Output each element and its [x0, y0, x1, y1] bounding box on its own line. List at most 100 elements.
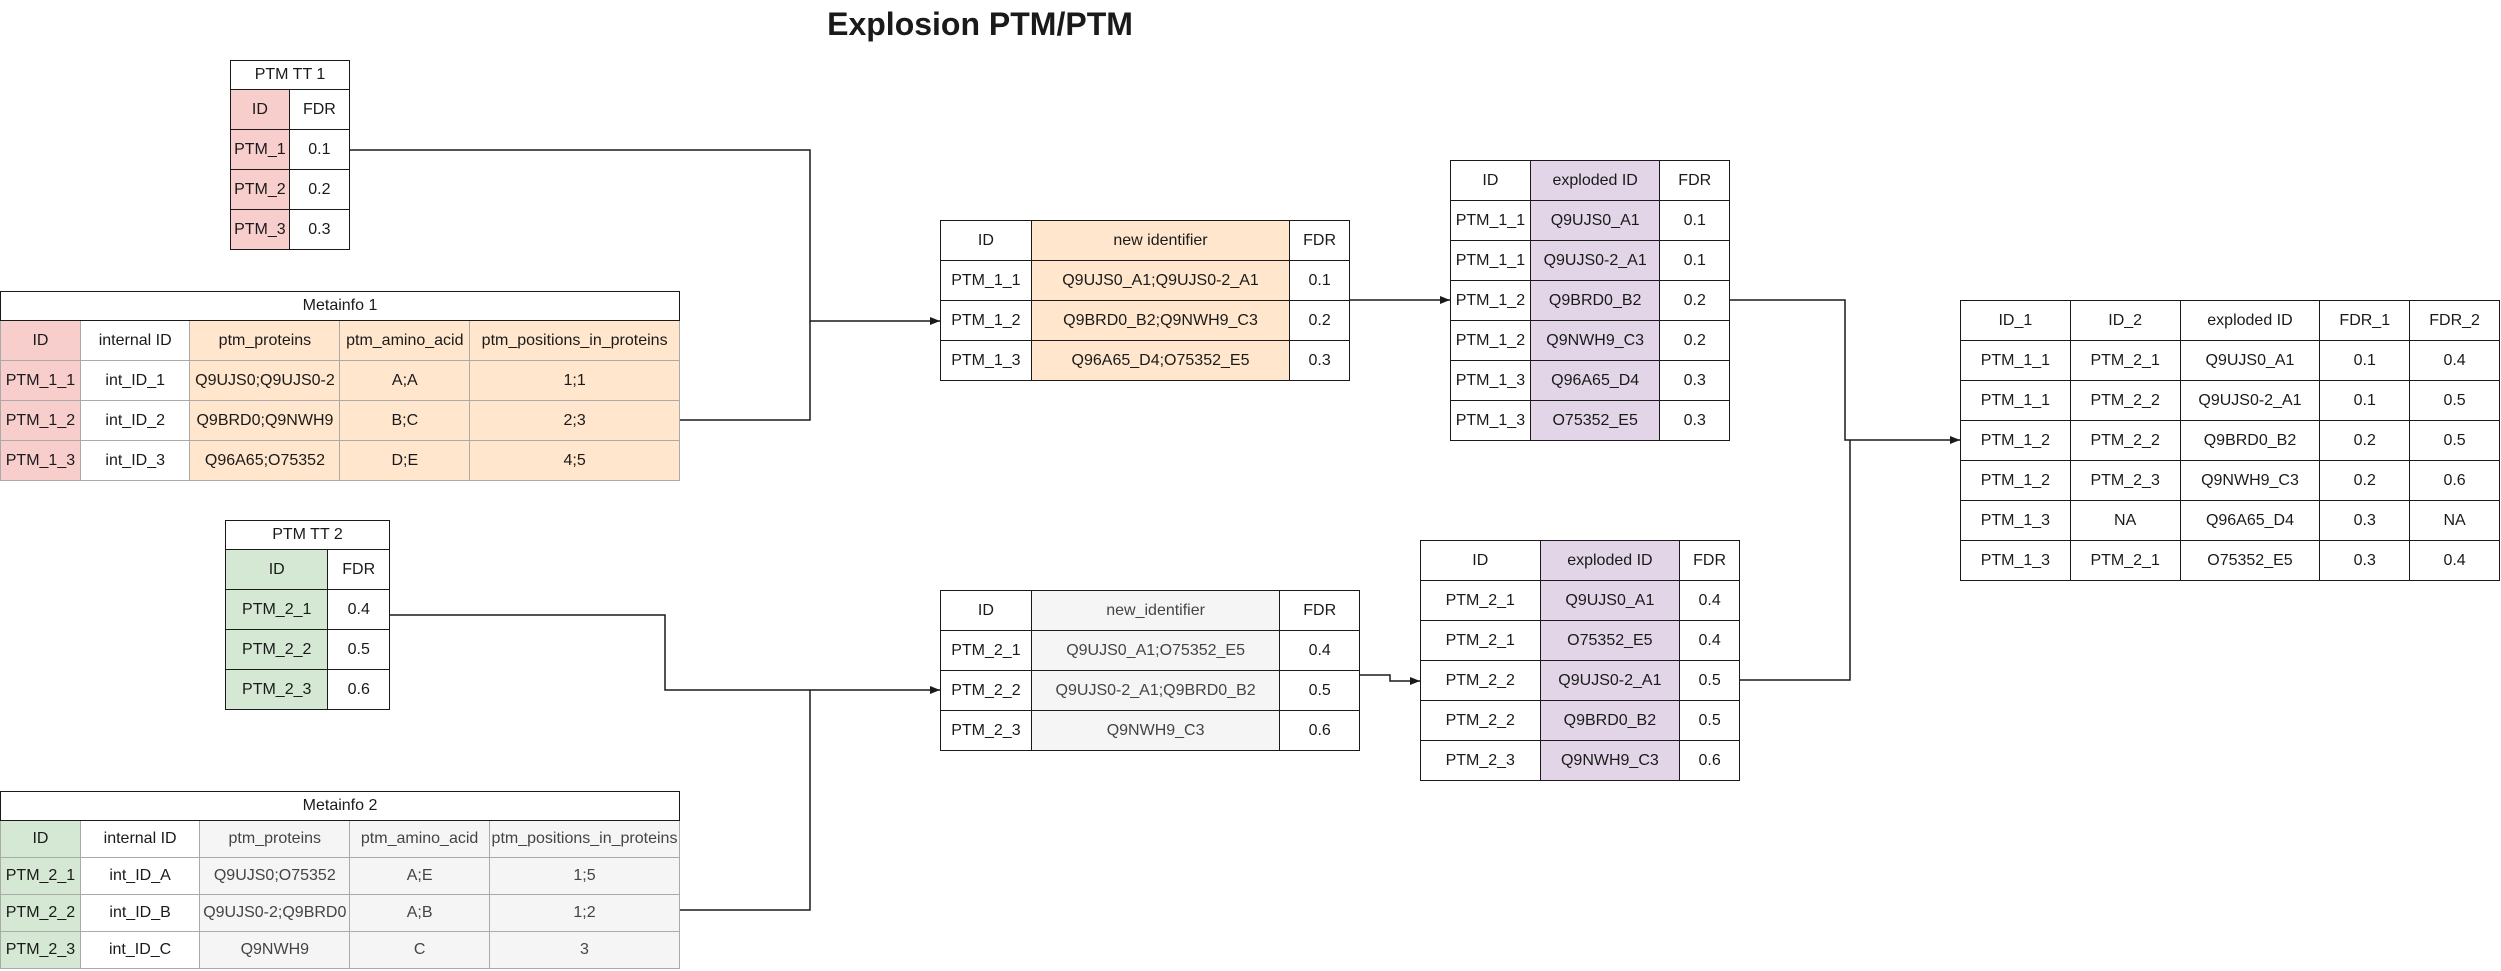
column-header: FDR_2	[2409, 300, 2500, 341]
table-cell: PTM_1_3	[0, 440, 81, 481]
table-cell: 0.4	[2409, 340, 2500, 381]
column-header: new identifier	[1030, 220, 1291, 261]
table-row: PTM_1_1 PTM_2_1 Q9UJS0_A1 0.1 0.4	[1960, 340, 2500, 381]
table-cell: 0.1	[288, 129, 351, 170]
column-header: ID	[940, 590, 1032, 631]
table-row: PTM_2_2 Q9UJS0-2_A1;Q9BRD0_B2 0.5	[940, 670, 1360, 711]
table-cell: 0.2	[1659, 280, 1730, 321]
column-header: FDR	[1659, 160, 1730, 201]
column-header: exploded ID	[1529, 160, 1661, 201]
table-cell: PTM_2_2	[2069, 380, 2181, 421]
table-row: PTM_1_2 Q9NWH9_C3 0.2	[1450, 320, 1730, 361]
table-cell: Q9BRD0;Q9NWH9	[189, 400, 341, 441]
table-cell: 0.4	[327, 589, 390, 630]
table-cell: 0.5	[2409, 420, 2500, 461]
final-merged-table: ID_1 ID_2 exploded ID FDR_1 FDR_2 PTM_1_…	[1960, 300, 2500, 581]
table-cell: 3	[488, 931, 681, 969]
table-cell: 0.1	[2319, 380, 2411, 421]
table-header-row: ID exploded ID FDR	[1420, 540, 1740, 581]
metainfo1-table: Metainfo 1 ID internal ID ptm_proteins p…	[0, 291, 680, 481]
table-cell: PTM_1_1	[1960, 380, 2071, 421]
column-header: ID_2	[2069, 300, 2181, 341]
table-cell: PTM_2_2	[0, 894, 81, 932]
table-cell: PTM_1_2	[0, 400, 81, 441]
table-cell: PTM_2_1	[1420, 620, 1541, 661]
table-cell: 0.4	[1279, 630, 1360, 671]
table-row: PTM_1_1 PTM_2_2 Q9UJS0-2_A1 0.1 0.5	[1960, 380, 2500, 421]
connector-new2-to-exp2	[1360, 674, 1420, 685]
column-header: ID	[230, 89, 290, 130]
table-cell: PTM_2_1	[0, 857, 81, 895]
table-cell: PTM_1	[230, 129, 290, 170]
table-cell: PTM_2_2	[1420, 660, 1541, 701]
table-caption: PTM TT 2	[225, 520, 390, 550]
table-row: PTM_1_2 PTM_2_3 Q9NWH9_C3 0.2 0.6	[1960, 460, 2500, 501]
table-cell: PTM_2_2	[1420, 700, 1541, 741]
table-cell: 0.4	[1679, 580, 1740, 621]
table-cell: PTM_1_2	[1960, 420, 2071, 461]
column-header: exploded ID	[1539, 540, 1681, 581]
table-cell: int_ID_3	[79, 440, 191, 481]
table-cell: PTM_2_1	[940, 630, 1032, 671]
table-row: PTM_1 0.1	[230, 129, 351, 170]
table-row: PTM_2_2 Q9BRD0_B2 0.5	[1420, 700, 1740, 741]
column-header: ID	[940, 220, 1032, 261]
table-header-row: ID internal ID ptm_proteins ptm_amino_ac…	[0, 820, 681, 858]
table-cell: Q96A65;O75352	[189, 440, 341, 481]
table-cell: PTM_2_1	[2069, 540, 2181, 581]
table-row: PTM_2_2 0.5	[224, 629, 390, 670]
table-cell: Q9UJS0;O75352	[199, 857, 351, 895]
table-cell: 0.6	[327, 669, 390, 710]
column-header: ID	[0, 820, 81, 858]
connector-tt1-to-new1	[349, 149, 940, 325]
table-row: PTM_1_1 Q9UJS0_A1;Q9UJS0-2_A1 0.1	[940, 260, 1350, 301]
table-row: PTM_1_3 NA Q96A65_D4 0.3 NA	[1960, 500, 2500, 541]
table-row: PTM_1_1 Q9UJS0-2_A1 0.1	[1450, 240, 1730, 281]
table-cell: PTM_2_3	[0, 931, 81, 969]
column-header: ID	[224, 549, 329, 590]
table-caption: Metainfo 1	[0, 291, 680, 321]
table-row: PTM_2_3 0.6	[224, 669, 390, 710]
table-cell: 0.3	[1289, 340, 1350, 381]
connector-exp1-to-final	[1730, 299, 1960, 444]
table-cell: PTM_2_3	[1420, 740, 1541, 781]
table-cell: Q9BRD0_B2;Q9NWH9_C3	[1030, 300, 1291, 341]
table-cell: Q96A65_D4	[2179, 500, 2321, 541]
page-title: Explosion PTM/PTM	[827, 6, 1133, 42]
table-row: PTM_2_3 Q9NWH9_C3 0.6	[940, 710, 1360, 751]
table-cell: int_ID_1	[79, 360, 191, 401]
table-row: PTM_2_1 int_ID_A Q9UJS0;O75352 A;E 1;5	[0, 857, 681, 895]
table-cell: 1;1	[469, 360, 680, 401]
table-caption-row: Metainfo 1	[0, 291, 680, 321]
table-cell: 0.5	[1679, 700, 1740, 741]
table-cell: Q9BRD0_B2	[2179, 420, 2321, 461]
table-cell: NA	[2069, 500, 2181, 541]
table-cell: Q9NWH9	[199, 931, 351, 969]
table-cell: PTM_1_3	[1450, 360, 1531, 401]
table-cell: PTM_2_1	[1420, 580, 1541, 621]
table-header-row: ID FDR	[224, 549, 390, 590]
table-cell: PTM_1_3	[940, 340, 1032, 381]
table-row: PTM_1_3 Q96A65_D4;O75352_E5 0.3	[940, 340, 1350, 381]
table-row: PTM_2_3 Q9NWH9_C3 0.6	[1420, 740, 1740, 781]
table-cell: 1;5	[488, 857, 681, 895]
table-cell: 0.6	[2409, 460, 2500, 501]
table-cell: 0.5	[327, 629, 390, 670]
table-cell: Q9UJS0-2_A1	[1529, 240, 1661, 281]
table-header-row: ID internal ID ptm_proteins ptm_amino_ac…	[0, 320, 680, 361]
table-cell: Q9NWH9_C3	[1529, 320, 1661, 361]
column-header: FDR	[327, 549, 390, 590]
table-cell: int_ID_C	[79, 931, 201, 969]
column-header: ID	[1420, 540, 1541, 581]
table-caption-row: Metainfo 2	[0, 791, 680, 821]
table-cell: A;B	[349, 894, 490, 932]
column-header: internal ID	[79, 820, 201, 858]
table-row: PTM_1_2 int_ID_2 Q9BRD0;Q9NWH9 B;C 2;3	[0, 400, 680, 441]
table-cell: Q9NWH9_C3	[1030, 710, 1281, 751]
table-cell: 0.2	[2319, 460, 2411, 501]
table-header-row: ID FDR	[230, 89, 351, 130]
table-cell: PTM_2_2	[2069, 420, 2181, 461]
table-cell: 0.6	[1279, 710, 1360, 751]
table-cell: 0.1	[2319, 340, 2411, 381]
table-row: PTM_1_2 Q9BRD0_B2;Q9NWH9_C3 0.2	[940, 300, 1350, 341]
